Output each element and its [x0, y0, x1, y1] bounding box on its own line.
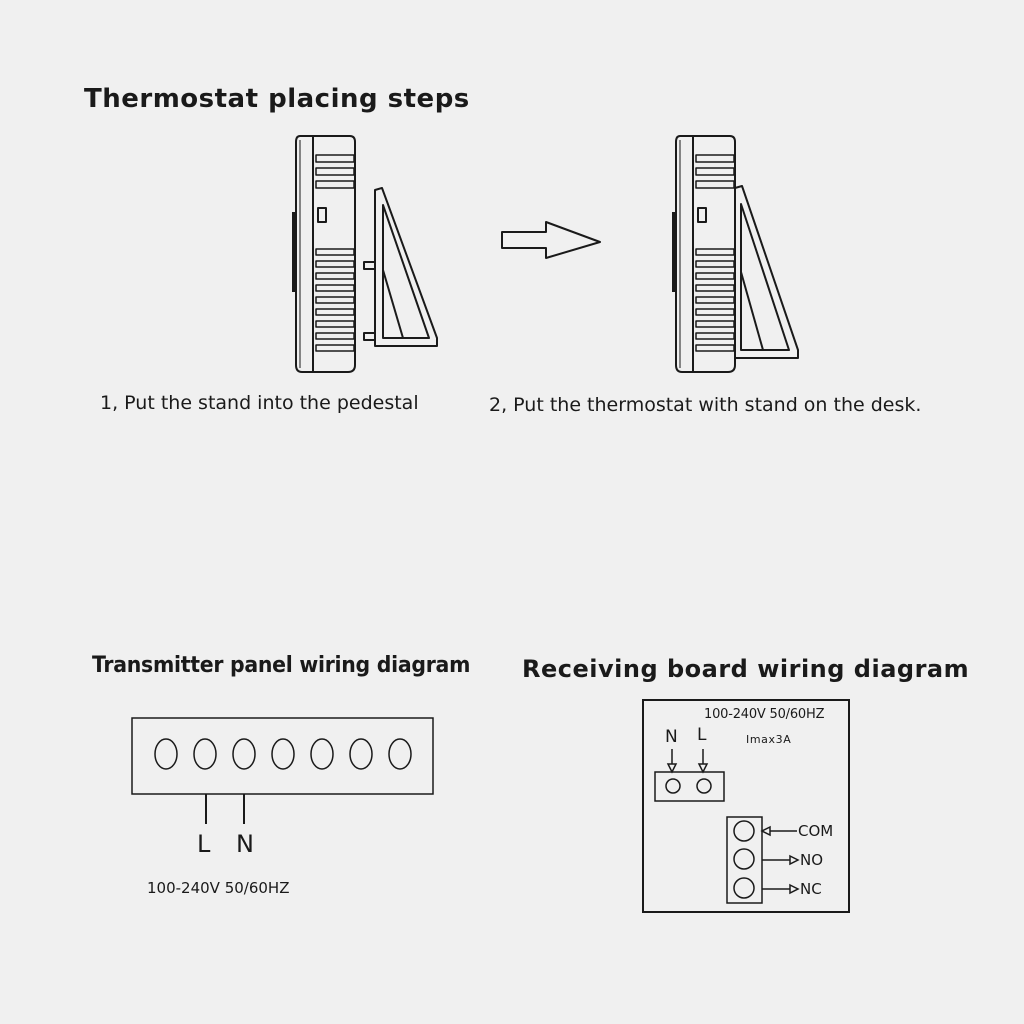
receiver-label-l: L	[697, 725, 707, 745]
transmitter-terminal-block	[131, 717, 434, 795]
transmitter-terminal	[310, 738, 334, 770]
receiver-board-outline	[642, 699, 850, 913]
transmitter-terminal	[349, 738, 373, 770]
power-input-block	[654, 771, 725, 802]
transmitter-label-l: L	[197, 830, 211, 858]
vent-slots-lower-1	[315, 248, 355, 352]
step-1-caption: 1, Put the stand into the pedestal	[100, 392, 419, 414]
transmitter-terminal	[271, 738, 295, 770]
terminal-l	[696, 778, 712, 794]
relay-output-block	[726, 816, 763, 904]
transmitter-terminal	[388, 738, 412, 770]
receiver-label-n: N	[665, 727, 678, 747]
receiver-current: Imax3A	[746, 733, 792, 746]
receiver-wiring-title: Receiving board wiring diagram	[522, 655, 970, 683]
receiver-label-no: NO	[800, 851, 824, 869]
terminal-com	[733, 820, 755, 842]
transmitter-wiring-title: Transmitter panel wiring diagram	[92, 653, 471, 678]
terminal-n	[665, 778, 681, 794]
transmitter-terminal	[154, 738, 178, 770]
receiver-label-com: COM	[798, 822, 834, 840]
receiver-voltage: 100-240V 50/60HZ	[704, 707, 825, 722]
transmitter-voltage: 100-240V 50/60HZ	[147, 879, 290, 897]
vent-slots-upper-1	[315, 154, 355, 189]
thermostat-side-view-1	[292, 135, 356, 373]
stand-side-view-2	[734, 185, 799, 359]
terminal-nc	[733, 877, 755, 899]
arrow-right-icon	[501, 221, 601, 259]
terminal-no	[733, 848, 755, 870]
transmitter-terminal	[232, 738, 256, 770]
step-2-caption: 2, Put the thermostat with stand on the …	[489, 394, 922, 416]
transmitter-terminal	[193, 738, 217, 770]
receiver-label-nc: NC	[800, 880, 822, 898]
stand-side-view-1	[363, 187, 438, 347]
placing-steps-title: Thermostat placing steps	[84, 84, 470, 114]
transmitter-label-n: N	[236, 830, 254, 858]
